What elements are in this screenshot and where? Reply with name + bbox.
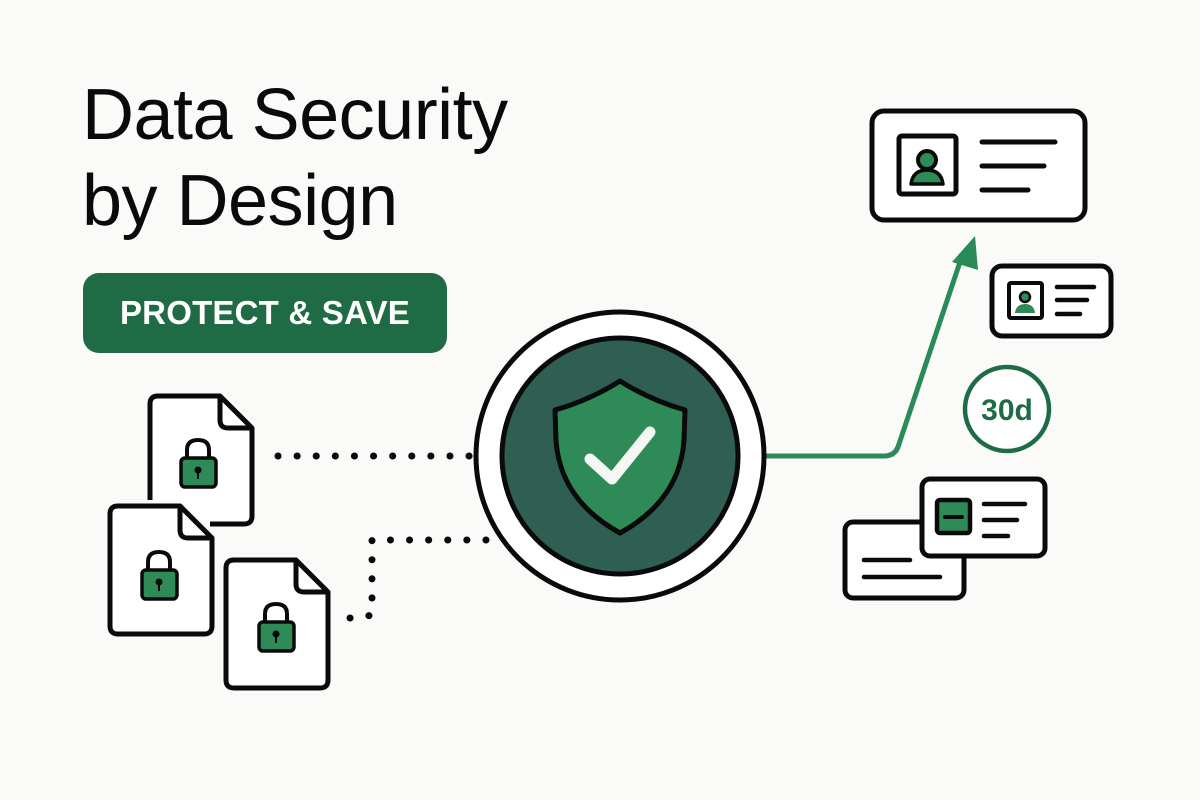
title-line-2: by Design [82, 161, 398, 241]
title-line-1: Data Security [82, 75, 508, 155]
lock-icon [257, 601, 296, 653]
lock-icon [179, 437, 218, 489]
lock-icon [140, 549, 179, 601]
stacked-cards-icon [842, 476, 1048, 601]
id-card-icon [989, 263, 1114, 339]
checkmark-icon [584, 426, 656, 485]
retention-badge-label: 30d [981, 394, 1033, 427]
output-arrow [763, 236, 978, 459]
page-title: Data Security by Design [82, 72, 508, 244]
locked-file-icon [107, 503, 215, 637]
retention-badge: 30d [962, 364, 1052, 454]
id-card-icon [869, 108, 1088, 223]
locked-file-icon [147, 393, 255, 527]
shield-check-icon [473, 309, 767, 603]
dotted-connector-bottom [346, 536, 490, 622]
locked-file-icon [223, 557, 331, 691]
protect-save-button[interactable]: PROTECT & SAVE [83, 273, 447, 353]
